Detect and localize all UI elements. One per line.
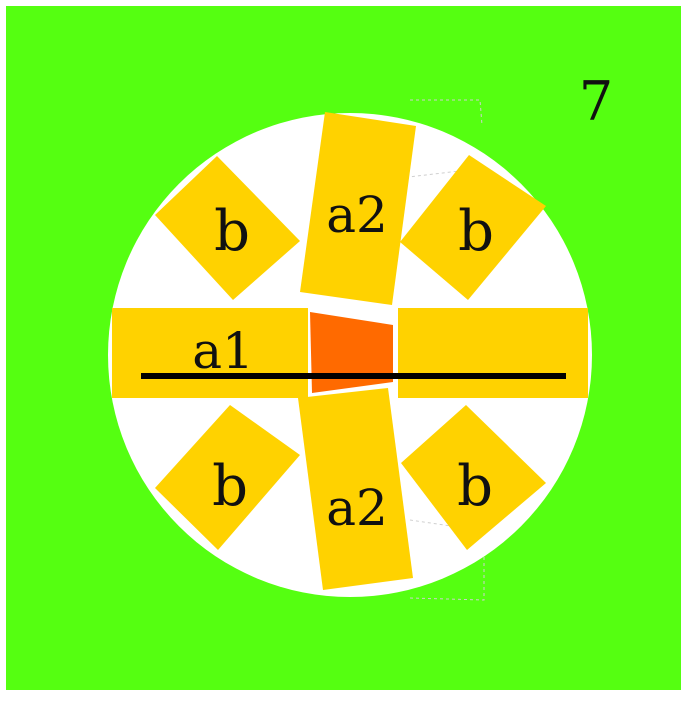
piece-a2-top — [300, 112, 416, 305]
label-b-bottom-right: b — [457, 454, 493, 519]
piece-b-bottom-left — [155, 405, 300, 550]
center-piece — [310, 312, 393, 393]
label-b-top-right: b — [458, 199, 494, 264]
piece-a2-bottom — [298, 388, 413, 590]
piece-right-bar — [398, 308, 588, 398]
label-a1: a1 — [192, 322, 254, 380]
label-b-bottom-left: b — [212, 454, 248, 519]
construction-lines — [399, 99, 485, 601]
label-a2-top: a2 — [326, 186, 388, 244]
piece-b-bottom-right — [401, 405, 546, 550]
piece-b-top-right — [400, 155, 546, 300]
puzzle-number: 7 — [579, 70, 613, 133]
label-b-top-left: b — [214, 199, 250, 264]
piece-b-top-left — [155, 156, 300, 300]
label-a2-bottom: a2 — [326, 479, 388, 537]
piece-a1 — [112, 308, 308, 398]
